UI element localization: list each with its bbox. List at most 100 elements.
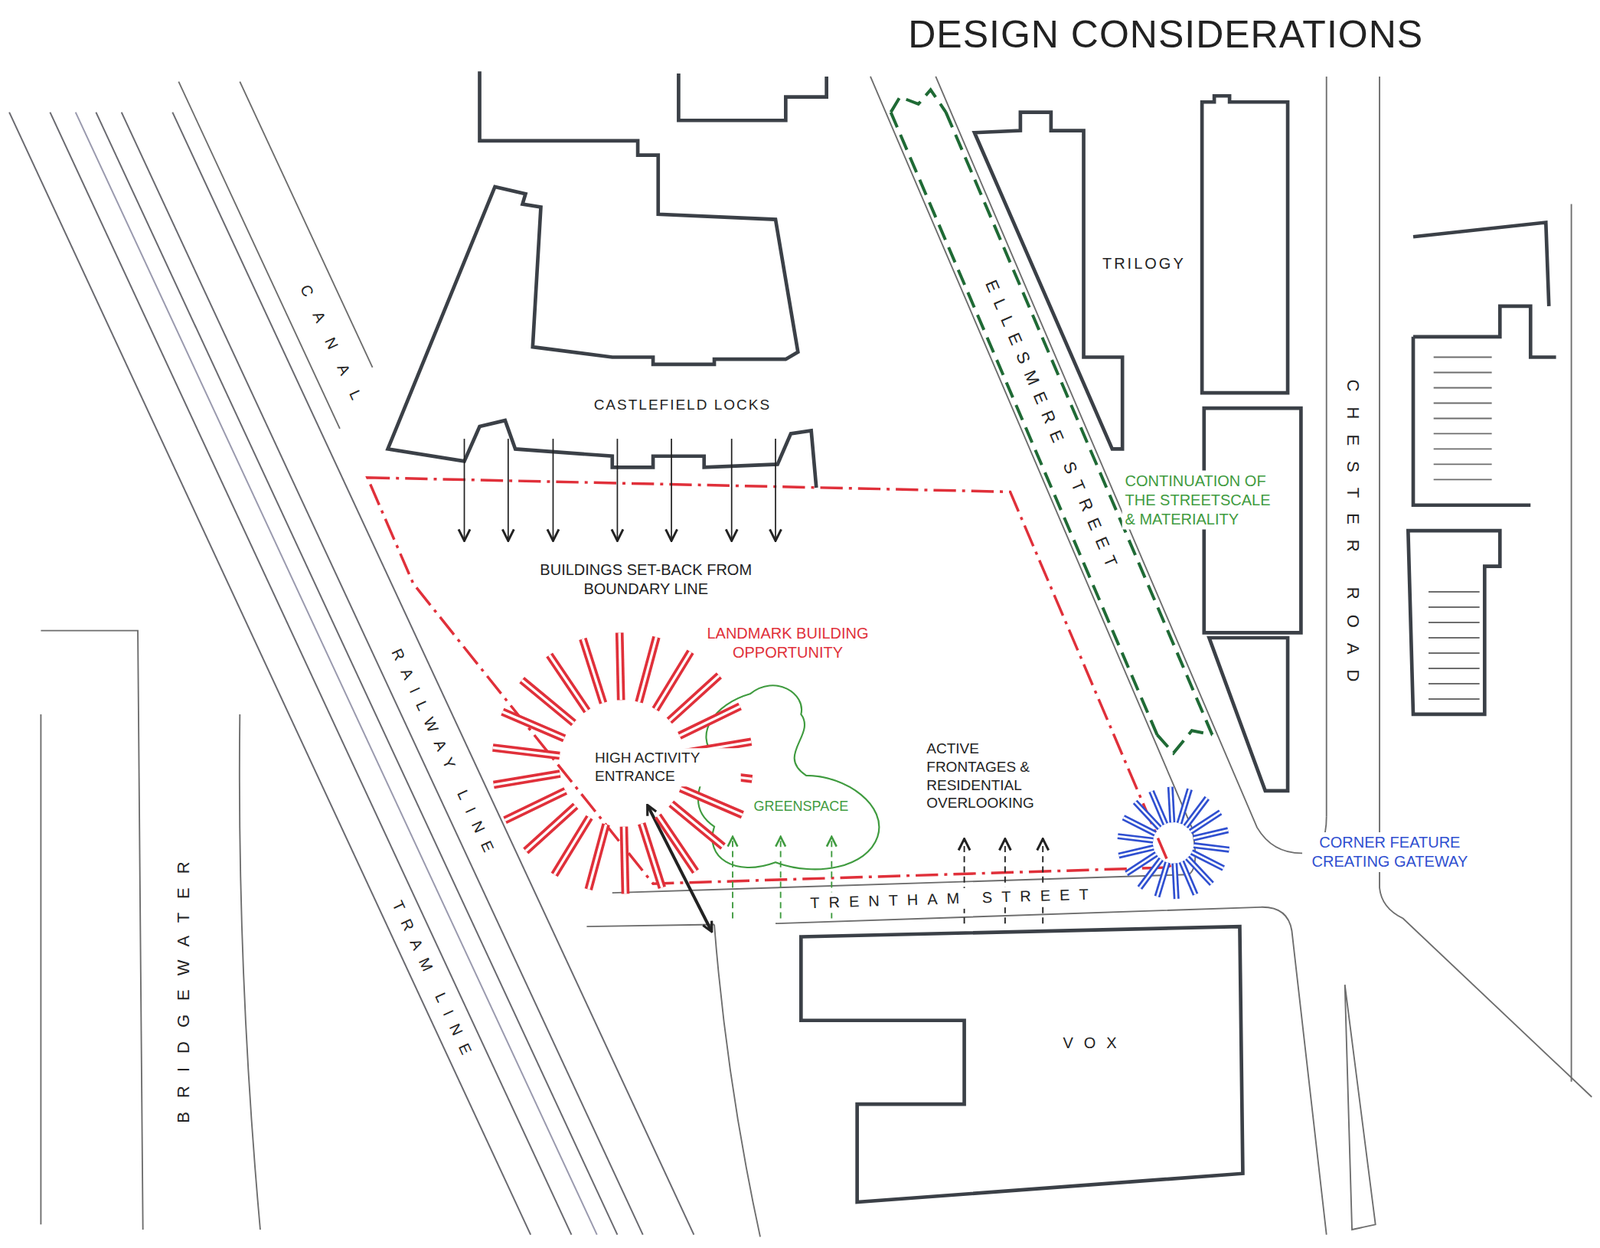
building-outline bbox=[1201, 95, 1288, 393]
burst-spoke bbox=[1193, 845, 1229, 850]
burst-spoke-core bbox=[588, 824, 607, 890]
burst-spoke-core bbox=[1118, 847, 1153, 856]
greenspace-arrow bbox=[731, 836, 734, 919]
building-name: CASTLEFIELD LOCKS bbox=[589, 395, 774, 415]
building-name: VOX bbox=[1048, 1032, 1130, 1054]
burst-spoke bbox=[1118, 847, 1153, 856]
burst-spoke bbox=[655, 651, 691, 709]
burst-spoke-core bbox=[679, 706, 740, 736]
setback-arrow bbox=[552, 438, 555, 541]
burst-spoke bbox=[639, 636, 657, 703]
burst-spoke bbox=[588, 824, 607, 890]
burst-spoke bbox=[493, 747, 560, 757]
design-note: LANDMARK BUILDING OPPORTUNITY bbox=[695, 623, 880, 663]
building-outline bbox=[1413, 306, 1557, 358]
road-edge bbox=[935, 76, 1326, 853]
setback-arrow bbox=[670, 438, 673, 541]
burst-spoke-core bbox=[502, 711, 565, 739]
design-note: CONTINUATION OF THE STREETSCALE & MATERI… bbox=[1122, 470, 1287, 530]
burst-spoke-core bbox=[549, 655, 588, 712]
road-edge bbox=[40, 630, 143, 1230]
burst-spoke-core bbox=[505, 790, 566, 820]
burst-spoke-core bbox=[522, 679, 575, 723]
burst-spoke bbox=[502, 711, 565, 739]
design-note: ACTIVE FRONTAGES & RESIDENTIAL OVERLOOKI… bbox=[923, 738, 1061, 814]
setback-arrow bbox=[507, 438, 510, 541]
road-edge bbox=[1570, 204, 1573, 1082]
tram-track bbox=[49, 112, 572, 1235]
building-hatching bbox=[1428, 356, 1493, 699]
burst-spoke-core bbox=[1174, 862, 1177, 899]
burst-spoke bbox=[619, 632, 621, 700]
burst-spoke bbox=[679, 706, 740, 736]
burst-spoke-core bbox=[1191, 852, 1225, 869]
burst-spoke bbox=[680, 788, 743, 816]
burst-spoke bbox=[669, 675, 719, 721]
burst-spoke-core bbox=[1193, 845, 1229, 850]
railway-track bbox=[95, 112, 618, 1235]
burst-spoke bbox=[505, 790, 566, 820]
railway-name: RAILWAY LINE bbox=[381, 632, 506, 868]
frontage-arrow bbox=[1004, 839, 1006, 925]
railway-name: TRAM LINE bbox=[381, 884, 483, 1071]
burst-spoke bbox=[525, 805, 576, 851]
area-name: BRIDGEWATER bbox=[172, 844, 196, 1140]
frontage-arrow bbox=[963, 839, 966, 925]
site-boundary bbox=[367, 477, 1171, 884]
road-edge bbox=[714, 924, 761, 1238]
burst-spoke-core bbox=[1151, 790, 1166, 824]
setback-arrow bbox=[617, 438, 619, 541]
canal-edge bbox=[239, 81, 373, 368]
burst-spoke-core bbox=[582, 638, 604, 703]
building-name: TRILOGY bbox=[1097, 252, 1189, 274]
railway-track bbox=[121, 112, 644, 1235]
burst-spoke-core bbox=[1126, 853, 1156, 873]
burst-spoke-core bbox=[1135, 801, 1160, 828]
burst-spoke-core bbox=[1179, 789, 1191, 824]
burst-spoke-core bbox=[655, 651, 691, 709]
road-edge bbox=[1325, 76, 1328, 817]
burst-spoke-core bbox=[1190, 812, 1221, 832]
burst-spoke bbox=[657, 815, 696, 872]
road-edge bbox=[1379, 76, 1592, 1098]
design-note: GREENSPACE bbox=[750, 796, 852, 817]
burst-spoke-core bbox=[639, 636, 657, 703]
road-edge bbox=[586, 924, 715, 928]
burst-spoke-core bbox=[525, 805, 576, 851]
burst-spoke-core bbox=[554, 816, 590, 875]
burst-spoke-core bbox=[669, 675, 719, 721]
burst-spoke-core bbox=[1193, 829, 1228, 839]
burst-spoke-core bbox=[623, 826, 626, 895]
burst-spoke bbox=[554, 816, 590, 875]
canal-edge bbox=[178, 81, 340, 429]
burst-spoke-core bbox=[1181, 861, 1196, 895]
traffic-island bbox=[1345, 984, 1376, 1230]
greenspace-arrow bbox=[780, 836, 782, 919]
building-outline bbox=[678, 73, 827, 121]
burst-spoke bbox=[549, 655, 588, 712]
burst-spoke bbox=[1117, 835, 1153, 841]
burst-spoke-core bbox=[1117, 835, 1153, 841]
gateway-burst bbox=[1117, 786, 1230, 899]
burst-spoke bbox=[1193, 829, 1228, 839]
burst-spoke bbox=[1151, 790, 1166, 824]
burst-spoke-core bbox=[671, 803, 724, 847]
burst-spoke-core bbox=[1123, 817, 1156, 834]
burst-spoke-core bbox=[493, 773, 561, 786]
setback-arrow bbox=[774, 438, 777, 541]
burst-spoke bbox=[493, 773, 561, 786]
design-note: CORNER FEATURE CREATING GATEWAY bbox=[1302, 832, 1477, 872]
road-edge bbox=[39, 714, 42, 1225]
burst-spoke-core bbox=[657, 815, 696, 872]
building-outline bbox=[388, 71, 817, 488]
burst-spoke-core bbox=[1170, 786, 1173, 823]
building-outline bbox=[1208, 637, 1288, 791]
road-edge bbox=[775, 907, 1327, 1235]
setback-arrow bbox=[731, 438, 733, 541]
burst-spoke bbox=[1181, 861, 1196, 895]
landmark-burst bbox=[493, 632, 753, 894]
railway-track bbox=[75, 112, 598, 1235]
burst-spoke bbox=[1174, 862, 1177, 899]
design-note: BUILDINGS SET-BACK FROM BOUNDARY LINE bbox=[522, 559, 769, 600]
